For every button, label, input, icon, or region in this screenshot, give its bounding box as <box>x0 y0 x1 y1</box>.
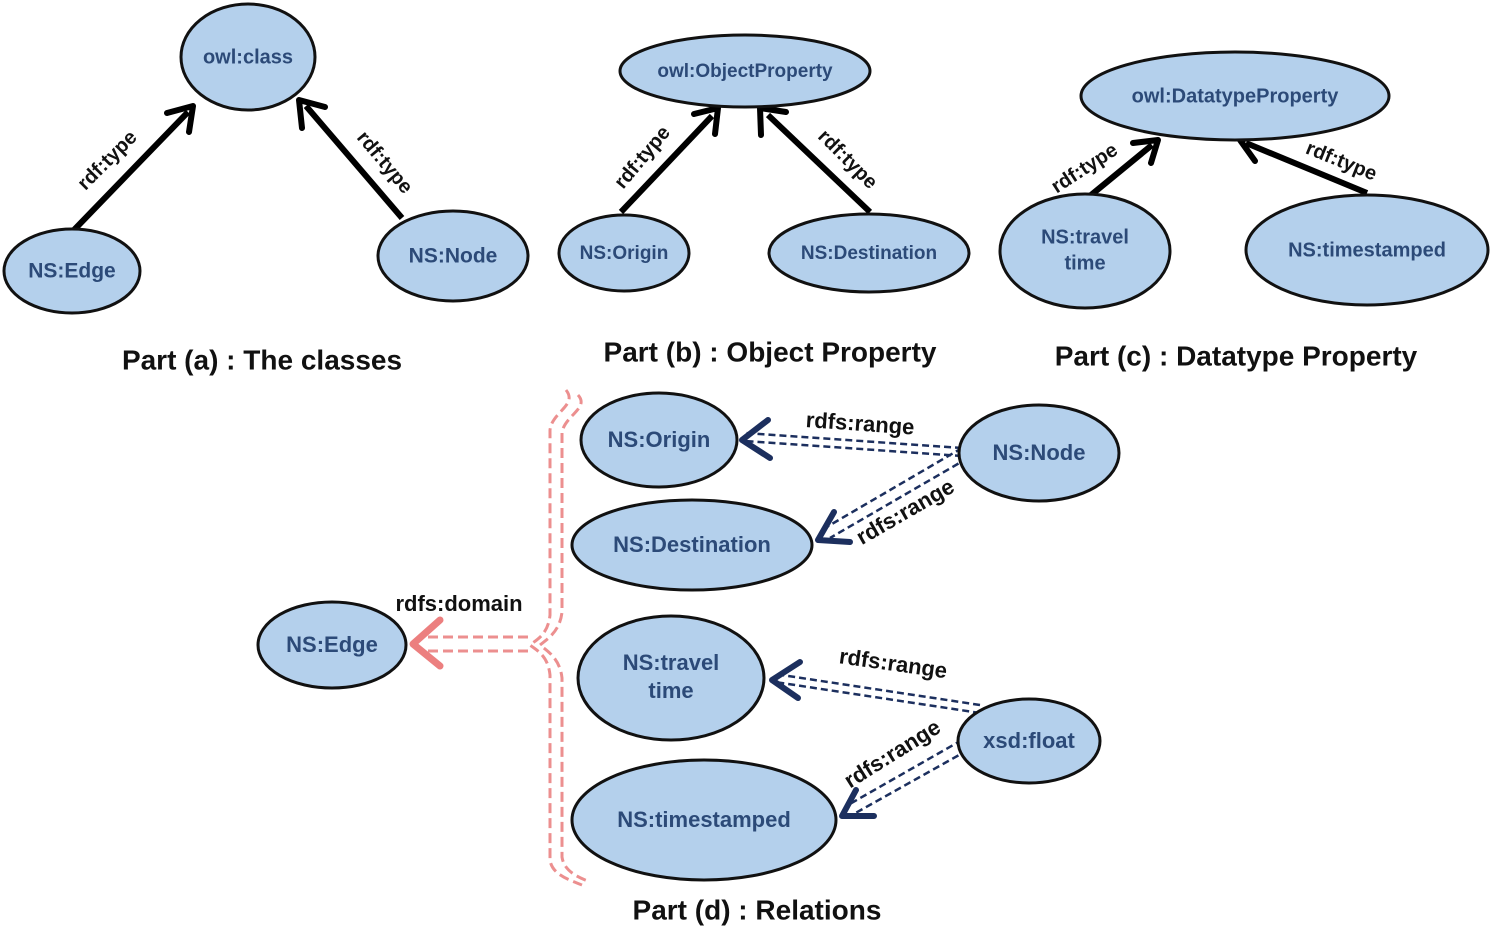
domain-brace-inner <box>537 393 591 884</box>
node-ns-timestamped-c <box>1244 193 1490 307</box>
part-c-group: owl:DatatypeProperty NS:travel time NS:t… <box>998 50 1490 371</box>
range-node-origin-line-2 <box>744 439 963 458</box>
caption-part-c: Part (c) : Datatype Property <box>1055 340 1418 371</box>
node-ns-timestamped-c-label: NS:timestamped <box>1288 239 1446 261</box>
domain-arrowhead <box>409 616 444 670</box>
range-node-destination-line-2 <box>829 456 969 540</box>
node-ns-travel-time-c <box>998 192 1172 310</box>
edge-label-a-edge-type: rdf:type <box>73 126 141 194</box>
edge-label-d-travel-range: rdfs:range <box>838 643 949 683</box>
range-node-destination-arrowhead <box>815 509 853 545</box>
node-owl-class <box>179 2 317 112</box>
node-xsd-float-label: xsd:float <box>983 728 1075 753</box>
node-ns-travel-time-c-label-1: NS:travel <box>1041 226 1129 248</box>
caption-part-a: Part (a) : The classes <box>122 344 402 375</box>
caption-part-b: Part (b) : Object Property <box>604 336 937 367</box>
node-ns-node-a <box>376 209 530 303</box>
node-ns-travel-time-d-label-1: NS:travel <box>623 650 720 675</box>
range-float-travel-line-2 <box>774 680 981 715</box>
edge-label-d-destination-range: rdfs:range <box>852 474 959 550</box>
node-ns-travel-time-c-label-2: time <box>1064 252 1105 274</box>
node-owl-datatypeproperty <box>1079 50 1391 142</box>
node-owl-objectproperty-label: owl:ObjectProperty <box>657 61 833 82</box>
range-node-origin-arrowhead <box>739 417 773 461</box>
caption-part-d: Part (d) : Relations <box>633 894 882 925</box>
arrowhead-origin-to-objprop <box>691 105 721 137</box>
edge-rdf-type-node-to-class <box>303 104 405 220</box>
node-owl-class-label: owl:class <box>203 46 293 68</box>
edge-rdf-type-travel-to-dtprop <box>1083 142 1154 203</box>
node-ns-node-a-label: NS:Node <box>409 245 498 268</box>
node-ns-destination-b-label: NS:Destination <box>801 243 937 264</box>
node-owl-datatypeproperty-label: owl:DatatypeProperty <box>1132 85 1340 107</box>
edge-label-b-destination-type: rdf:type <box>813 125 881 193</box>
node-ns-edge-d <box>256 600 408 690</box>
node-ns-destination-d <box>570 498 814 592</box>
edge-rdf-type-edge-to-class <box>69 109 191 235</box>
domain-brace-outer <box>527 389 583 887</box>
range-node-origin-line-1 <box>744 431 963 450</box>
node-ns-origin-b <box>557 213 691 293</box>
node-ns-edge-a <box>2 227 142 315</box>
node-ns-timestamped-d <box>570 758 838 882</box>
part-d-group: NS:Origin NS:Node NS:Destination NS:Edge… <box>256 389 1121 925</box>
node-ns-destination-b <box>767 212 971 294</box>
edge-label-a-node-type: rdf:type <box>352 127 417 198</box>
arrowhead-edge-to-class <box>164 103 196 135</box>
node-ns-travel-time-d-label-2: time <box>648 678 693 703</box>
node-xsd-float <box>956 697 1102 785</box>
edge-label-c-timestamped-type: rdf:type <box>1303 137 1380 185</box>
node-owl-objectproperty <box>618 33 872 109</box>
range-float-travel-line-1 <box>774 672 981 707</box>
node-ns-origin-d-label: NS:Origin <box>608 427 711 452</box>
edge-label-d-domain: rdfs:domain <box>395 591 522 616</box>
node-ns-edge-d-label: NS:Edge <box>286 632 378 657</box>
node-ns-timestamped-d-label: NS:timestamped <box>617 807 791 832</box>
part-b-group: owl:ObjectProperty NS:Origin NS:Destinat… <box>557 33 971 367</box>
range-node-destination-line-1 <box>824 446 963 530</box>
range-float-timestamped-line-2 <box>851 748 969 817</box>
arrowhead-node-to-class <box>296 97 328 131</box>
edge-rdf-type-origin-to-objprop <box>618 113 715 215</box>
node-ns-origin-b-label: NS:Origin <box>580 243 669 264</box>
node-ns-origin-d <box>579 391 739 489</box>
edge-rdf-type-destination-to-objprop <box>765 112 873 215</box>
node-ns-edge-a-label: NS:Edge <box>28 260 116 283</box>
node-ns-node-d-label: NS:Node <box>993 440 1086 465</box>
edge-label-c-travel-type: rdf:type <box>1047 139 1121 198</box>
edge-label-d-origin-range: rdfs:range <box>805 407 915 440</box>
part-a-group: owl:class NS:Edge NS:Node rdf:type rdf:t… <box>2 2 530 375</box>
range-float-travel-arrowhead <box>769 659 803 701</box>
node-ns-node-d <box>957 403 1121 503</box>
node-ns-travel-time-d <box>576 614 766 742</box>
edge-rdf-type-timestamped-to-dtprop <box>1244 140 1369 196</box>
arrowhead-travel-to-dtprop <box>1130 137 1161 166</box>
node-ns-destination-d-label: NS:Destination <box>613 532 771 557</box>
range-float-timestamped-arrowhead <box>839 787 877 819</box>
edge-label-b-origin-type: rdf:type <box>610 122 675 193</box>
